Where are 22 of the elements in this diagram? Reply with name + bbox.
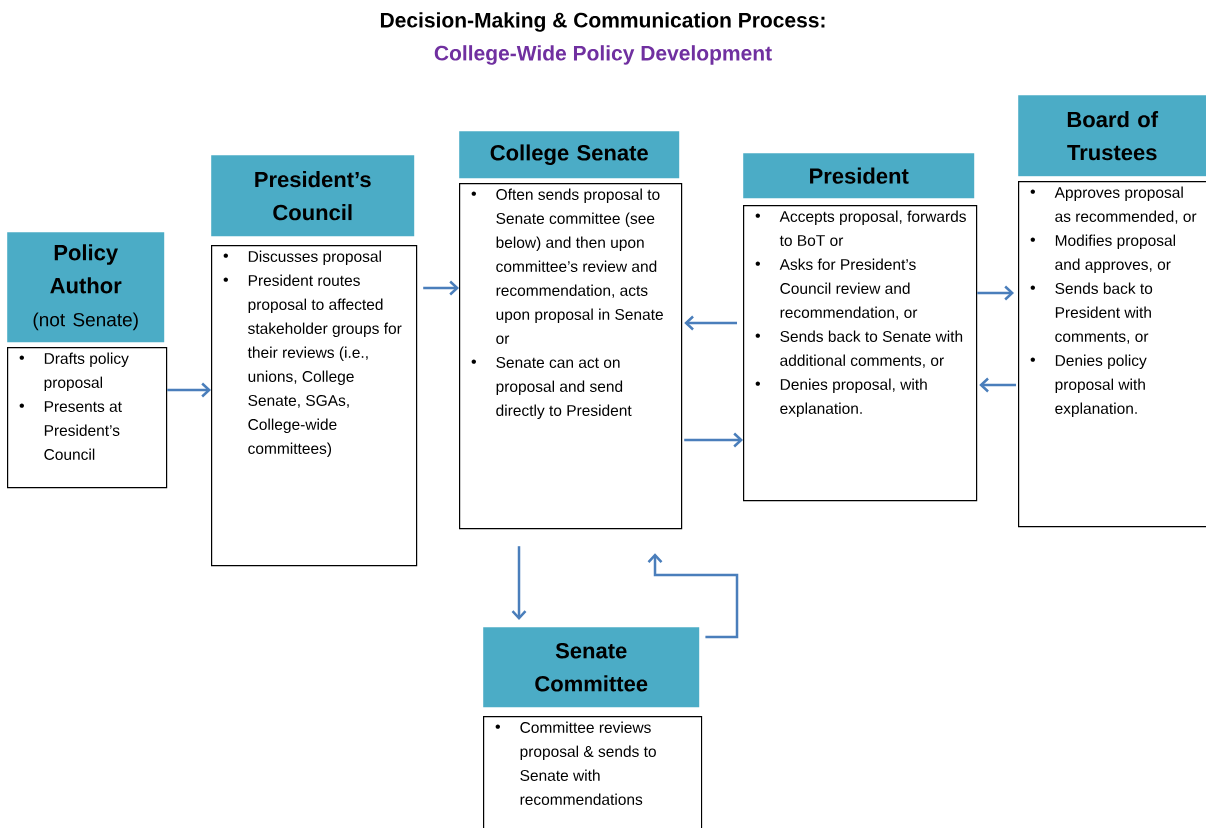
heading-box: President’s Council (211, 155, 415, 237)
text-box: Discusses proposal President routes proposal to affected stakeholder groups for their reviews (i.e., unions, College Senate, SGAs, College-wide committees) (211, 245, 418, 567)
arrow (511, 546, 527, 620)
arrow (647, 553, 739, 639)
heading-box: Board of Trustees (1018, 95, 1206, 177)
text-box: Accepts proposal, forwards to BoT or Asks for President’s Council review and recommendation, or Sends back to Senate with additional comments, or Denies proposal, with explanation. (743, 205, 978, 502)
arrow (167, 382, 211, 398)
subtitle: College-Wide Policy Development (434, 45, 772, 65)
arrow (979, 377, 1016, 393)
text-box: Committee reviews proposal & sends to Senate with recommendations (483, 716, 703, 828)
title: Decision-Making & Communication Process: (380, 12, 825, 32)
arrow (423, 280, 459, 296)
heading-box: President (743, 153, 975, 199)
heading-box: College Senate (459, 131, 680, 179)
heading-box: Policy Author (not Senate) (7, 232, 165, 343)
arrow (684, 315, 737, 331)
heading-box: Senate Committee (483, 627, 700, 708)
arrow (977, 285, 1014, 301)
arrow (684, 432, 743, 448)
text-box: Approves proposal as recommended, or Modifies proposal and approves, or Sends back to President with comments, or Denies policy proposal with explanation. (1018, 181, 1206, 528)
text-box: Drafts policy proposal Presents at President’s Council (7, 347, 168, 489)
text-box: Often sends proposal to Senate committee (see below) and then upon committee’s review and recommendation, acts upon proposal in Senate or Senate can act on proposal and send directly to President (459, 183, 683, 530)
